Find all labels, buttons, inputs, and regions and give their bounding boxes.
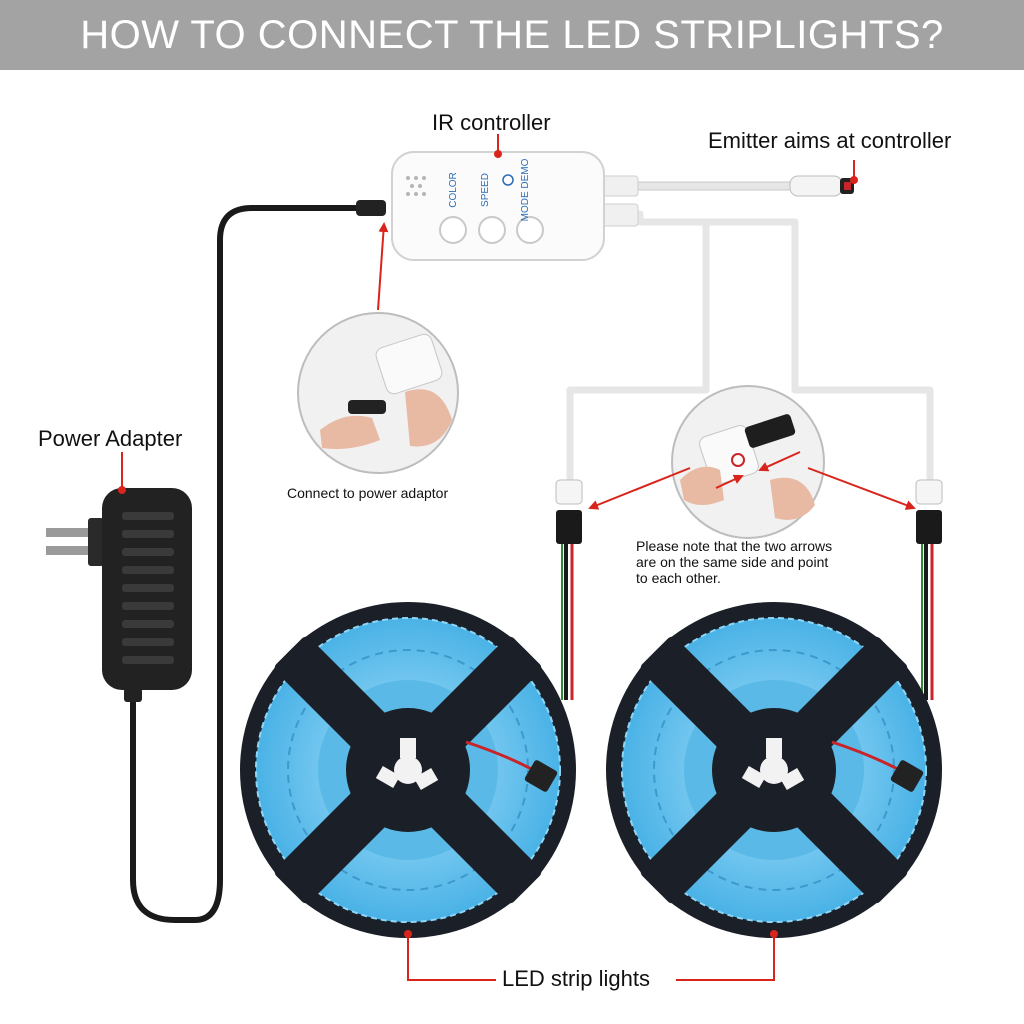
led-reel-left <box>240 602 576 938</box>
led-strip-lights-label: LED strip lights <box>502 966 650 991</box>
emitter-head <box>789 175 854 197</box>
inset-connect-power <box>297 312 459 474</box>
power-adapter <box>46 488 192 702</box>
inset-connector <box>671 385 825 539</box>
button-label-color: COLOR <box>448 172 459 208</box>
power-cable <box>130 205 363 923</box>
note-line: Please note that the two arrows <box>636 538 833 554</box>
led-reel-right <box>606 602 942 938</box>
power-adapter-label: Power Adapter <box>38 426 183 451</box>
connect-power-label: Connect to power adaptor <box>287 485 449 501</box>
note-line: to each other. <box>636 570 721 586</box>
emitter-label: Emitter aims at controller <box>708 128 952 153</box>
annotation-dots <box>118 150 858 938</box>
button-label-speed: SPEED <box>480 173 491 207</box>
button-label-mode: MODE DEMO <box>520 158 531 221</box>
note-line: are on the same side and point <box>636 554 829 570</box>
cable-sleeves <box>597 175 639 227</box>
page-title: HOW TO CONNECT THE LED STRIPLIGHTS? <box>80 12 944 57</box>
ir-controller-label: IR controller <box>432 110 551 135</box>
reel-connector-left <box>555 479 583 700</box>
power-icon <box>502 174 514 186</box>
title-bar: HOW TO CONNECT THE LED STRIPLIGHTS? <box>0 0 1024 70</box>
note-text: Please note that the two arrows are on t… <box>636 538 832 586</box>
dc-plug <box>356 200 386 216</box>
reel-connector-right <box>915 479 943 700</box>
ir-controller: COLOR SPEED MODE DEMO <box>391 151 605 261</box>
